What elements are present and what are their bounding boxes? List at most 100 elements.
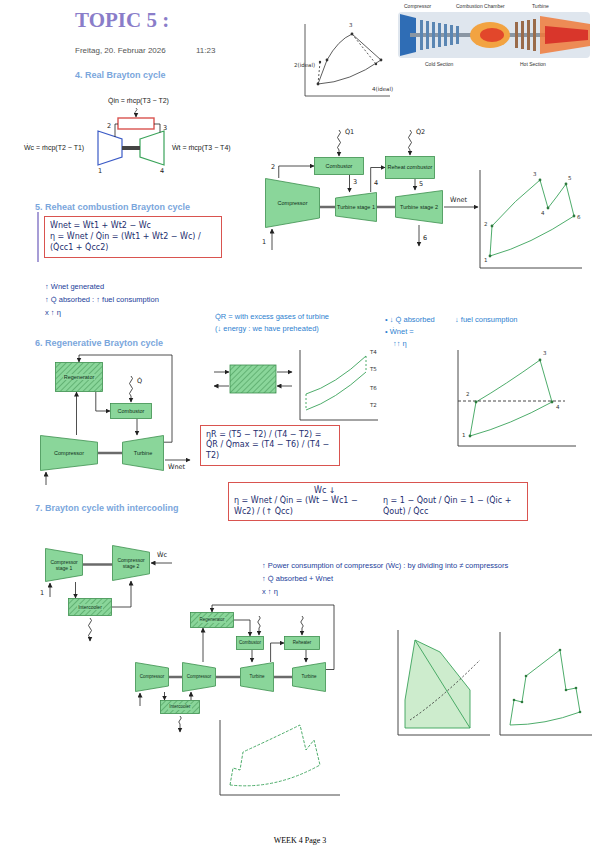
- jet-engine-picture: [540, 16, 590, 54]
- state-point: [380, 59, 383, 62]
- state-point: [513, 699, 516, 702]
- regenerator-temperature-plot: [306, 394, 307, 410]
- shaft-line: [216, 676, 240, 679]
- turbine-block: Turbine stage 1: [335, 192, 377, 222]
- state-point: [475, 401, 478, 404]
- component-label: Compressor: [278, 200, 308, 207]
- regenerative-ts-diagram: [458, 401, 565, 402]
- staged-ts-diagram: [510, 650, 580, 725]
- real-brayton-sketch: [135, 108, 137, 117]
- handwritten-note: ↑ Q̇ absorbed : ↑ fuel consumption: [45, 295, 159, 304]
- regenerator-temperature-plot: [306, 372, 366, 410]
- reheat-sketch-parts: [37, 212, 39, 262]
- callout-number: Q̇: [137, 377, 142, 385]
- regenerator-block-shape: [56, 363, 103, 392]
- plot-label: 6: [577, 214, 581, 220]
- reheater-block: Reheater: [284, 636, 320, 650]
- date-stamp: 11:23: [196, 46, 215, 55]
- jet-engine-picture: [426, 21, 429, 49]
- intercooling-ts-diagram: [415, 640, 470, 728]
- flow-line: [371, 168, 385, 193]
- component-label: Turbine stage 1: [337, 204, 375, 211]
- regenerative-sketch-parts: [46, 376, 190, 485]
- combustor-block: Combustor: [110, 403, 152, 419]
- regenerator-temperature-plot: [306, 356, 366, 394]
- callout-number: 4: [374, 179, 378, 187]
- intercooler-block-shape: [161, 701, 200, 714]
- intercooler-block: Intercooler: [68, 598, 112, 616]
- plot-label: 2: [466, 391, 470, 397]
- state-point: [575, 687, 578, 690]
- compressor-block: Compressor: [40, 435, 98, 471]
- real-brayton-sketch: [98, 108, 164, 165]
- regenerative-sketch-parts: [130, 376, 133, 402]
- handwritten-note: ↓ fuel consumption: [455, 315, 518, 324]
- ts-diagram: [327, 34, 352, 60]
- turbine-block: Turbine stage 2: [395, 190, 443, 224]
- state-point: [565, 183, 568, 186]
- intercooler-block-shape: [69, 599, 112, 616]
- engine-part-label: Combustion Chamber: [456, 3, 505, 9]
- handwritten-note: (↓ energy : we have preheated): [215, 324, 319, 333]
- callout-number: 4: [160, 167, 164, 175]
- shaft-line: [320, 206, 335, 209]
- state-point: [573, 215, 576, 218]
- reheat-sketch-parts: [38, 130, 478, 262]
- component-label: Intercooler: [77, 604, 103, 610]
- real-brayton-sketch: [115, 124, 118, 137]
- plot-label: 4: [541, 210, 545, 216]
- plot-label: T2: [370, 402, 377, 408]
- intercooling-sketch-parts: [50, 583, 51, 597]
- page-title: TOPIC 5 :: [75, 8, 169, 33]
- combustor-block: Reheat combustor: [385, 156, 435, 179]
- combustor-block-shape: [111, 404, 152, 419]
- ts-diagram: [318, 60, 381, 84]
- state-point: [565, 689, 568, 692]
- turbine-block: Turbine: [122, 435, 164, 471]
- callout-number: Q̇2: [416, 128, 425, 136]
- state-point: [351, 33, 354, 36]
- compressor-block: Compressor stage 1: [45, 548, 83, 582]
- component-label: Regenerator: [198, 617, 225, 622]
- handwritten-note: x ↑ η: [262, 587, 278, 596]
- staged-ts-diagram: [500, 632, 592, 735]
- formula-box: Ẇc ↓η = Ẇnet / Q̇in = (Ẇt − Ẇc1 − Ẇc2) /…: [228, 482, 528, 521]
- flow-line: [137, 419, 138, 435]
- jet-engine-picture: [450, 25, 453, 45]
- real-brayton-sketch: [122, 146, 140, 150]
- regenerative-ts-diagram: [458, 350, 576, 446]
- shaft-line: [377, 206, 395, 209]
- intercooling-sketch-parts: [258, 616, 261, 635]
- flow-line: [252, 650, 253, 662]
- flow-line: [191, 692, 192, 700]
- combined-ts-diagram: [230, 725, 320, 786]
- state-point: [317, 33, 383, 86]
- shaft-line: [169, 676, 182, 679]
- jet-engine-picture: [456, 26, 459, 44]
- formula-text: Ẇnet = Ẇt1 + Ẇt2 − Ẇc: [50, 221, 216, 231]
- intercooling-sketch-parts: [89, 618, 92, 641]
- reheater-block-shape: [285, 637, 320, 650]
- handwritten-note: ↑↑ η: [393, 339, 407, 348]
- component-label: Combustor: [326, 163, 353, 170]
- intercooling-ts-diagram: [398, 630, 490, 735]
- regenerator-temperature-plot: [300, 350, 378, 420]
- compressor-block-shape: [266, 179, 320, 228]
- plot-label: 1: [484, 257, 488, 263]
- callout-number: 1: [40, 589, 44, 597]
- component-label: Turbine stage 2: [400, 204, 438, 211]
- engine-part-label: Cold Section: [425, 61, 453, 67]
- regenerative-sketch-parts: [165, 460, 190, 461]
- state-point: [521, 701, 524, 704]
- component-label: Regenerator: [63, 374, 96, 381]
- state-point: [539, 359, 542, 362]
- jet-engine-picture: [432, 22, 435, 48]
- jet-engine-picture: [438, 23, 441, 47]
- turbine-block-shape: [241, 663, 274, 692]
- flow-line: [234, 620, 250, 636]
- state-point: [551, 401, 554, 404]
- flow-line: [75, 582, 76, 598]
